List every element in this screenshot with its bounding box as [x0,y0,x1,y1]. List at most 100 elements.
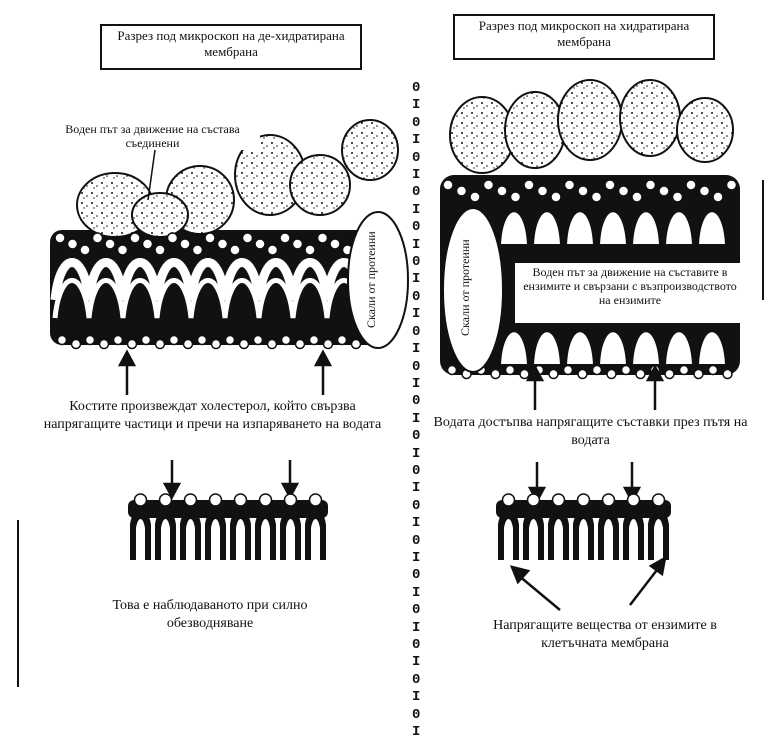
protein-blob [677,98,733,162]
granule [72,340,81,349]
granule [268,245,278,255]
granule [130,233,140,243]
granule [310,336,319,345]
granule [254,336,263,345]
right-protein-blobs [450,80,733,173]
granule [80,245,90,255]
granule [636,370,645,379]
granule [680,366,689,375]
granule [305,245,315,255]
scale-mark: 0 I [412,289,434,324]
left-small-membrane [128,494,328,560]
protein-blob [290,155,350,215]
granule [538,186,548,196]
right-title-box: Разрез под микроскоп на хидратирана мемб… [453,14,715,60]
granule [628,494,640,506]
granule [93,233,103,243]
granule [352,340,361,349]
granule [564,366,573,375]
protein-blob [620,80,680,156]
granule [168,233,178,243]
scale-mark: 0 I [412,428,434,463]
scale-mark: 0 I [412,637,434,672]
small-arch [598,510,619,560]
granule [592,192,602,202]
granule [520,370,529,379]
granule [58,336,67,345]
scale-mark: 0 I [412,567,434,602]
granule [268,340,277,349]
granule [524,180,534,190]
granule [105,239,115,249]
granule [549,370,558,379]
granule [210,494,222,506]
granule [255,239,265,249]
small-arch [205,510,226,560]
granule [497,186,507,196]
granule [235,494,247,506]
granule [118,245,128,255]
small-arch [130,510,151,560]
protein-blob [342,120,398,180]
granule [193,245,203,255]
granule [282,336,291,345]
granule [156,340,165,349]
small-arch [548,510,569,560]
right-small-membrane [496,494,671,560]
small-arch [280,510,301,560]
granule [578,494,590,506]
granule [700,186,710,196]
granule [632,192,642,202]
small-arch [180,510,201,560]
granule [318,233,328,243]
granule [506,366,515,375]
granule [143,239,153,249]
granule [578,186,588,196]
granule [160,494,172,506]
granule [653,494,665,506]
granule [603,494,615,506]
granule [578,370,587,379]
membrane-diagram [0,0,775,687]
granule [491,370,500,379]
small-arch [255,510,276,560]
left-membrane [50,120,408,349]
scale-mark: 0 I [412,80,434,115]
scale-mark: 0 I [412,115,434,150]
protein-blob [132,193,188,237]
granule [593,366,602,375]
protein-blob [505,92,565,168]
scale-mark: 0 I [412,254,434,289]
scale-mark: 0 I [412,219,434,254]
granule [280,233,290,243]
granule [324,340,333,349]
granule [330,239,340,249]
granule [443,180,453,190]
granule [607,370,616,379]
granule [218,239,228,249]
granule [180,239,190,249]
scale-mark: 0 I [412,463,434,498]
left-pore-note: Воден път за движение на състава съедине… [45,122,260,150]
granule [528,494,540,506]
granule [226,336,235,345]
granule [260,494,272,506]
small-arch [155,510,176,560]
granule [296,340,305,349]
granule [659,186,669,196]
small-arch [523,510,544,560]
left-title-box: Разрез под микроскоп на де-хидратирана м… [100,24,362,70]
granule [155,245,165,255]
protein-blob [558,80,622,160]
scale-mark: 0 I [412,324,434,359]
scale-mark: 0 I [412,393,434,428]
granule [727,180,737,190]
scale-mark: 0 I [412,672,434,707]
granule [709,366,718,375]
right-bottom-caption: Водата достъпва напрягащите съставки пре… [418,414,763,450]
granule [68,239,78,249]
granule [470,192,480,202]
small-arch [623,510,644,560]
left-bottom-caption: Костите произвеждат холестерол, който св… [40,398,385,434]
